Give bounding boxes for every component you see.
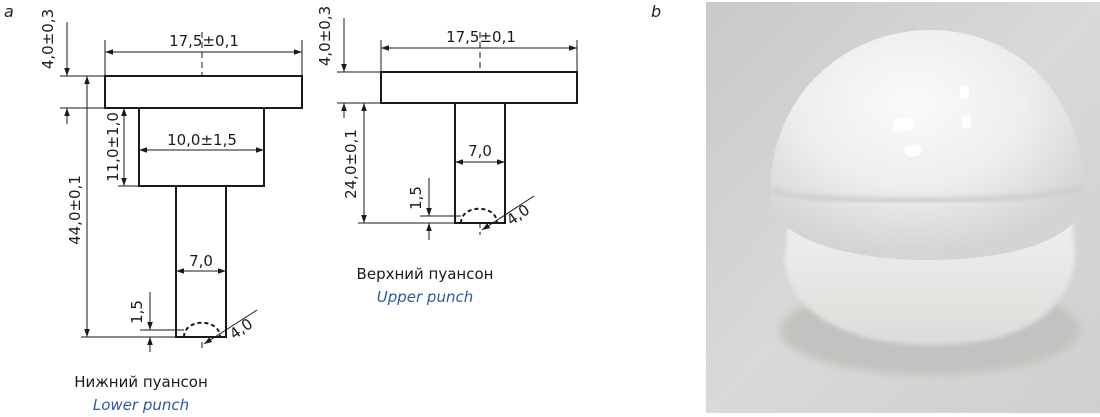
upper-stem-width-label: 7,0 (468, 142, 492, 160)
upper-head-width-label: 17,5±0,1 (446, 28, 516, 46)
upper-punch-caption-ru: Верхний пуансон (357, 265, 494, 283)
lower-head-height-label: 4,0±0,3 (39, 9, 57, 69)
panel-label-a: a (4, 2, 14, 21)
tablet-photo (706, 2, 1100, 413)
lower-punch-head (104, 75, 303, 109)
upper-punch: 17,5±0,1 4,0±0,3 7,0 24,0±0,1 1,5 4,0 Ве… (316, 6, 578, 306)
lower-punch-caption-ru: Нижний пуансон (74, 373, 208, 391)
upper-stem-height-label: 24,0±0,1 (342, 129, 360, 199)
upper-punch-caption-en: Upper punch (377, 288, 473, 306)
lower-collar-width-label: 10,0±1,5 (167, 131, 237, 149)
upper-head-height-label: 4,0±0,3 (316, 6, 334, 66)
upper-tip-depth-label: 1,5 (407, 186, 425, 210)
upper-punch-head (380, 71, 578, 104)
lower-punch: 17,5±0,1 4,0±0,3 10,0±1,5 11,0±1,0 44,0±… (39, 9, 303, 414)
lower-tip-width-label: 7,0 (189, 252, 213, 270)
lower-head-width-label: 17,5±0,1 (169, 32, 239, 50)
lower-tip-depth-label: 1,5 (128, 300, 146, 324)
upper-tip-radius-label: 4,0 (503, 201, 533, 229)
lower-punch-collar (138, 107, 265, 187)
tablet-dome (770, 30, 1085, 260)
lower-total-height-label: 44,0±0,1 (66, 175, 84, 245)
upper-punch-stem (454, 102, 506, 224)
lower-punch-caption-en: Lower punch (93, 396, 189, 414)
lower-punch-tip (175, 185, 227, 338)
lower-tip-radius-label: 4,0 (226, 315, 256, 343)
lower-collar-height-label: 11,0±1,0 (104, 112, 122, 182)
panel-label-b: b (651, 2, 661, 21)
